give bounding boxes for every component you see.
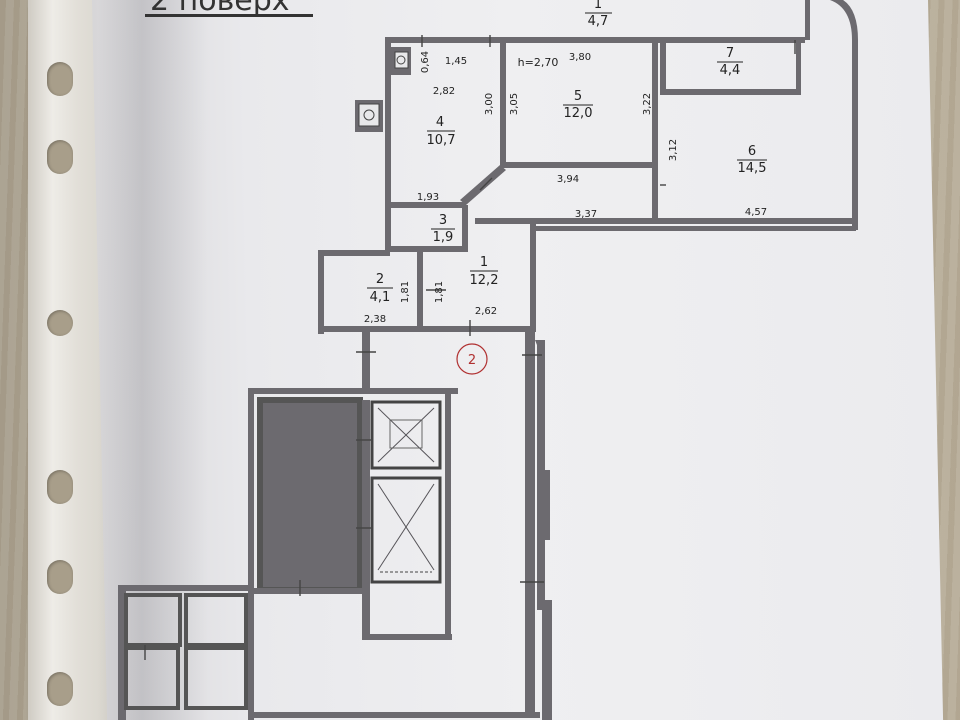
dimension: 4,57 [745, 207, 767, 218]
dimension: 0,64 [420, 51, 431, 73]
room-number: 7 [726, 46, 734, 61]
dimension: 3,94 [557, 174, 579, 185]
room-6: 6 14,5 [737, 144, 767, 176]
dimension: 2,82 [433, 86, 455, 97]
plan-title: 2 поверх [150, 0, 290, 18]
room-number: 5 [574, 89, 582, 104]
dimension: 1,45 [445, 56, 467, 67]
binder-hole [47, 470, 73, 504]
dimension: 3,80 [569, 52, 591, 63]
binder-hole [47, 560, 73, 594]
room-area: 12,2 [470, 273, 499, 288]
room-area: 10,7 [427, 133, 456, 148]
room-2: 2 4,1 [367, 272, 393, 305]
building-core-walls [118, 332, 552, 720]
dimension: 3,22 [642, 93, 653, 115]
room-area: 1,9 [433, 230, 454, 245]
room-number: 2 [376, 272, 384, 287]
binder-hole [47, 62, 73, 96]
title-underline [145, 14, 313, 17]
binder-hole [47, 672, 73, 706]
room-area: 4,1 [370, 290, 391, 305]
ceiling-height-label: h=2,70 [518, 56, 559, 69]
room-number: 4 [436, 115, 444, 130]
dimension: 3,37 [575, 209, 597, 220]
room-5: 5 12,0 [563, 89, 593, 121]
dimension: 2,62 [475, 306, 497, 317]
dimension: 1,81 [400, 281, 411, 303]
room-top: 1 4,7 [585, 0, 612, 29]
room-number: 3 [439, 213, 447, 228]
room-7: 7 4,4 [717, 46, 743, 78]
dimension: 3,12 [668, 139, 679, 161]
dimension: 2,38 [364, 314, 386, 325]
dimension: 1,93 [417, 192, 439, 203]
room-number: 1 [480, 255, 488, 270]
apartment-walls [318, 0, 858, 334]
floor-marker-number: 2 [468, 353, 476, 368]
room-3: 3 1,9 [431, 213, 455, 245]
sleeve-shadow [98, 0, 208, 720]
binder-hole [47, 310, 73, 336]
dimension: 3,00 [484, 93, 495, 115]
floor-marker: 2 [456, 343, 488, 375]
room-4: 4 10,7 [427, 115, 456, 148]
room-area: 14,5 [738, 161, 767, 176]
room-area: 4,4 [720, 63, 741, 78]
door-marks [144, 35, 796, 660]
dimension-labels: 1,45 0,64 2,82 3,00 3,05 3,80 3,22 3,12 … [364, 51, 767, 325]
room-number: 1 [594, 0, 602, 12]
room-area: 4,7 [588, 14, 609, 29]
dimension: 1,81 [434, 281, 445, 303]
binder-hole [47, 140, 73, 174]
dimension: 3,05 [509, 93, 520, 115]
room-number: 6 [748, 144, 756, 159]
room-1: 1 12,2 [470, 255, 499, 288]
room-area: 12,0 [564, 106, 593, 121]
room-labels: 1 4,7 4 10,7 5 12,0 6 14,5 7 4,4 3 1,9 [367, 0, 767, 305]
